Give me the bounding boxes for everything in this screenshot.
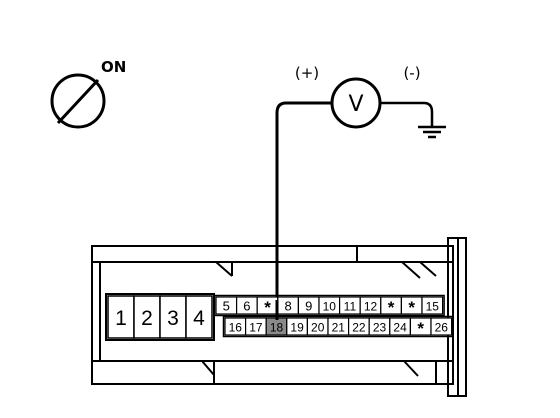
pin-label: 21 [332, 321, 346, 335]
top-pin-row-frame [213, 294, 445, 317]
ignition-label: ON [101, 58, 126, 76]
pin-label: 5 [223, 299, 230, 314]
pin-label: 11 [344, 300, 357, 314]
large-pin-label: 2 [141, 307, 153, 330]
large-pin-label: 4 [193, 307, 205, 330]
bottom-pin-row-frame [222, 315, 454, 338]
pin-label: * [408, 298, 415, 317]
large-pin-label: 3 [167, 307, 179, 330]
negative-label: (-) [403, 64, 420, 82]
large-pin-frame [105, 293, 215, 341]
pin-label: 15 [426, 300, 440, 314]
probed-pin-label: 18 [270, 321, 284, 335]
positive-wire [275, 101, 332, 320]
pin-cell [430, 317, 453, 336]
pin-label: 8 [284, 299, 291, 314]
positive-label: (+) [295, 64, 319, 82]
pin-label: 16 [229, 321, 243, 335]
voltmeter-symbol: V [348, 92, 363, 117]
pin-label: 22 [352, 321, 366, 335]
ignition-switch-icon [50, 73, 106, 129]
pin-label: 10 [323, 300, 337, 314]
pin-label: 20 [311, 321, 325, 335]
pin-label: 17 [249, 321, 263, 335]
pin-label: 9 [305, 299, 312, 314]
pin-cell [421, 296, 444, 315]
pin-label: * [264, 298, 271, 317]
pin-label: 12 [364, 300, 378, 314]
pin-label: 23 [373, 321, 387, 335]
ground-icon [418, 125, 446, 139]
pin-label: 6 [243, 299, 250, 314]
negative-wire [380, 101, 434, 126]
large-pin-cell [185, 295, 213, 339]
pin-label: 24 [393, 321, 407, 335]
large-pin-label: 1 [115, 307, 127, 330]
pin-label: * [417, 319, 424, 338]
pin-label: * [388, 298, 395, 317]
pin-label: 19 [290, 321, 304, 335]
pin-label: 26 [435, 321, 449, 335]
